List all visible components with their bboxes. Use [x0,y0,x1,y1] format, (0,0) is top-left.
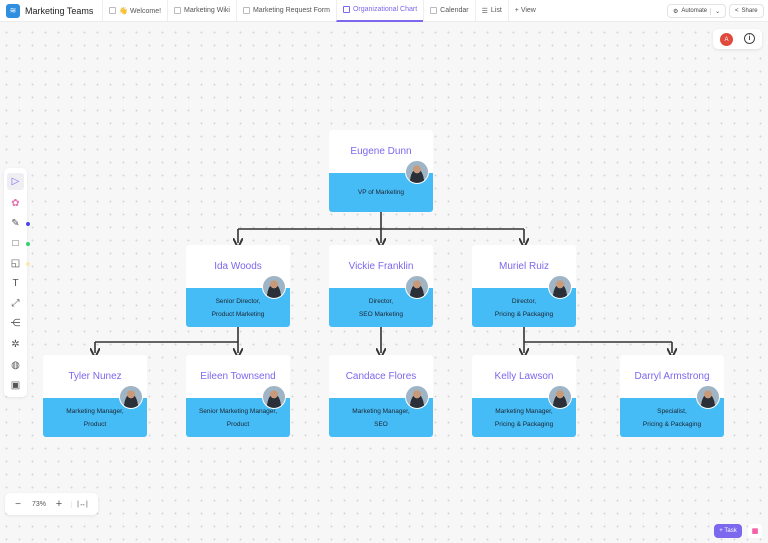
share-icon: < [735,8,739,14]
apps-icon[interactable]: ▦ [748,524,762,538]
share-button[interactable]: <Share [729,4,764,18]
avatar [405,385,429,409]
list-icon: ☰ [481,7,488,15]
top-bar: ≋ Marketing Teams 👋 Welcome! Marketing W… [0,0,768,22]
globe-icon[interactable]: ◍ [11,360,20,371]
ai-tool-icon[interactable]: ✿ [11,198,20,209]
tab-marketing-wiki[interactable]: Marketing Wiki [167,0,236,22]
doc-icon [109,7,117,14]
connector-line [238,212,524,230]
doc-icon [174,7,182,14]
chevron-down-icon[interactable]: ⌄ [710,7,720,15]
avatar [548,275,572,299]
connector-line [95,327,239,343]
magic-tool-icon[interactable]: ✲ [11,339,20,350]
avatar [119,385,143,409]
avatar [405,275,429,299]
workspace-title[interactable]: Marketing Teams [25,5,94,16]
info-icon[interactable]: i [744,33,755,44]
add-task-button[interactable]: + Task [714,524,742,538]
avatar [262,385,286,409]
zoom-in-button[interactable]: + [55,498,63,510]
select-tool-icon[interactable]: ▷ [7,173,24,190]
tab-list[interactable]: ☰List [474,0,508,22]
avatar [696,385,720,409]
calendar-icon [430,7,438,14]
pen-color-dot [26,222,30,226]
whiteboard-icon [342,6,350,13]
shape-color-dot [26,242,30,246]
robot-icon: ⚙ [673,8,679,15]
user-tools: A i [713,29,762,49]
text-tool-icon[interactable]: T [12,278,19,289]
zoom-level: 73% [31,500,46,508]
shape-tool-icon[interactable]: □ [12,238,19,249]
connector-tool-icon[interactable]: ⤢ [11,298,20,309]
avatar [548,385,572,409]
pen-tool-icon[interactable]: ✎ [11,218,20,229]
person-name: Tyler Nunez [43,355,147,398]
sticky-color-dot [26,262,30,266]
image-icon[interactable]: ▣ [10,380,21,391]
wifi-logo-icon: ≋ [6,3,20,18]
zoom-controls: − 73% + |↔| [5,493,98,515]
tab-welcome[interactable]: 👋 Welcome! [102,0,167,22]
tab-organizational-chart[interactable]: Organizational Chart [335,0,424,22]
left-toolbar: ▷ ✿ ✎ □ ◱ T ⤢ ⋲ ✲ ◍ ▣ [4,168,27,397]
tab-request-form[interactable]: Marketing Request Form [235,0,336,22]
automate-button[interactable]: ⚙Automate⌄ [667,4,727,18]
avatar[interactable]: A [720,33,733,46]
zoom-out-button[interactable]: − [15,498,21,510]
fit-to-screen-icon[interactable]: |↔| [71,500,93,508]
add-view-button[interactable]: + View [507,0,542,22]
avatar [262,275,286,299]
avatar [405,160,429,184]
connector-line [523,327,672,343]
sticky-note-icon[interactable]: ◱ [10,258,21,269]
form-icon [242,7,250,14]
mindmap-tool-icon[interactable]: ⋲ [10,318,21,329]
tab-calendar[interactable]: Calendar [423,0,474,22]
